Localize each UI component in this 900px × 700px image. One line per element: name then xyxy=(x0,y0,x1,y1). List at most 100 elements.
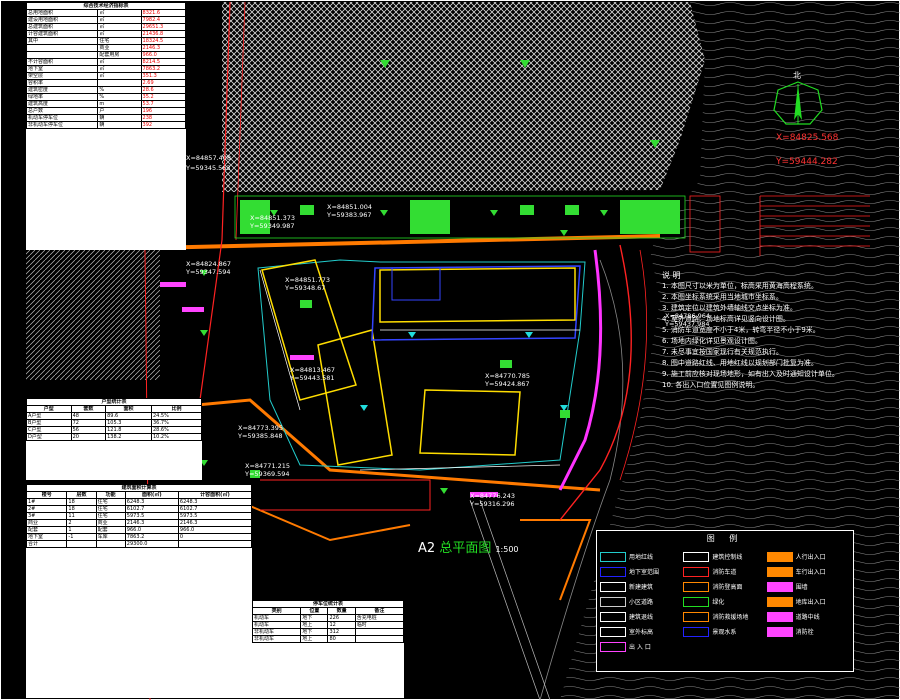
legend-label: 小区道路 xyxy=(629,599,654,606)
note-line: 8. 图中道路红线、用地红线以规划部门批复为准。 xyxy=(662,359,818,367)
legend-label: 车行出入口 xyxy=(795,569,826,576)
coord-label: X=84857.408 xyxy=(186,154,231,162)
site-boundary xyxy=(257,259,586,471)
table-row: 绿地率%35.2 xyxy=(26,93,186,101)
coord-label: Y=59345.563 xyxy=(185,164,231,172)
coord-label: Y=59347.594 xyxy=(185,268,231,276)
legend-label: 建筑控制线 xyxy=(712,554,743,561)
coord-label: Y=59369.594 xyxy=(244,470,290,478)
legend-label: 消防救援场地 xyxy=(712,614,749,621)
legend-item: 消防车道 xyxy=(683,564,766,579)
wall-line xyxy=(558,249,603,491)
legend-swatch xyxy=(766,626,793,637)
legend-label: 景观水系 xyxy=(712,629,737,636)
notes-title: 说 明 xyxy=(662,271,681,280)
north-label: 北 xyxy=(793,71,801,80)
coord-label: X=84773.395 xyxy=(238,424,283,432)
legend-swatch xyxy=(683,566,710,577)
legend-label: 地库出入口 xyxy=(795,599,826,606)
note-line: 1. 本图尺寸以米为单位，标高采用黄海高程系统。 xyxy=(662,282,818,290)
coord-label: X=84771.215 xyxy=(245,462,290,470)
building-2 xyxy=(317,329,393,466)
legend-label: 围墙 xyxy=(795,584,808,591)
coord-label: Y=59443.581 xyxy=(289,374,335,382)
legend-swatch xyxy=(683,626,710,637)
note-line: 5. 消防车道宽度不小于4米，转弯半径不小于9米。 xyxy=(662,326,820,334)
legend-item: 用地红线 xyxy=(600,549,683,564)
plan-title-prefix: A2 xyxy=(418,541,436,556)
legend-swatch xyxy=(600,596,626,607)
note-line: 9. 施工前应核对现场地形，如有出入及时通知设计单位。 xyxy=(662,370,839,378)
note-line: 2. 本图坐标系统采用当地城市坐标系。 xyxy=(662,293,783,301)
existing-area-hatch-left xyxy=(26,250,160,380)
legend-label: 绿化 xyxy=(712,599,725,606)
legend-swatch xyxy=(600,566,626,577)
legend-swatch xyxy=(766,551,793,562)
coord-label: X=84851.773 xyxy=(285,276,330,284)
coord-label: Y=59383.967 xyxy=(326,211,372,219)
legend-swatch xyxy=(683,581,710,592)
building-3 xyxy=(379,267,576,323)
legend-label: 道路中线 xyxy=(795,614,820,621)
legend-item: 车行出入口 xyxy=(766,564,850,579)
legend-item: 消防救援场地 xyxy=(683,609,766,624)
legend-swatch xyxy=(600,626,626,637)
building-1 xyxy=(261,259,357,401)
build-table-title: 建筑面积计算表 xyxy=(26,484,252,492)
legend-swatch xyxy=(683,551,710,562)
legend-label: 地下室范围 xyxy=(629,569,660,576)
econ-table-title: 综合技术经济指标表 xyxy=(26,2,186,10)
legend-swatch xyxy=(766,581,793,592)
green-belt xyxy=(234,195,686,239)
coord-label: Y=59348.67 xyxy=(284,284,325,292)
legend-item: 出 入 口 xyxy=(600,639,683,654)
legend-label: 新建建筑 xyxy=(629,584,654,591)
legend-item: 新建建筑 xyxy=(600,579,683,594)
legend-item: 建筑退线 xyxy=(600,609,683,624)
coord-label: Y=59349.987 xyxy=(249,222,295,230)
coord-label: X=84851.004 xyxy=(327,203,372,211)
note-line: 4. 室外道路、场地标高详见竖向设计图。 xyxy=(662,315,790,323)
coord-label: Y=59316.296 xyxy=(469,500,515,508)
legend-item: 人行出入口 xyxy=(766,549,850,564)
legend-item: 消防登高面 xyxy=(683,579,766,594)
building-4 xyxy=(419,389,521,456)
legend-item: 景观水系 xyxy=(683,624,766,639)
legend-label: 用地红线 xyxy=(629,554,654,561)
coord-label: Y=59385.848 xyxy=(237,432,283,440)
legend-swatch xyxy=(600,611,626,622)
north-arrow: 北 xyxy=(773,71,823,125)
coord-label: X=84770.785 xyxy=(485,372,530,380)
coord-label: Y=59437.984 xyxy=(664,320,710,328)
legend-swatch xyxy=(600,551,626,562)
legend-label: 人行出入口 xyxy=(795,554,826,561)
plan-scale: 1:500 xyxy=(495,545,519,554)
coord-label: X=84776.243 xyxy=(470,492,515,500)
unit-table-title: 户型统计表 xyxy=(26,398,202,406)
design-notes: 说 明 1. 本图尺寸以米为单位，标高采用黄海高程系统。 2. 本图坐标系统采用… xyxy=(662,270,877,391)
